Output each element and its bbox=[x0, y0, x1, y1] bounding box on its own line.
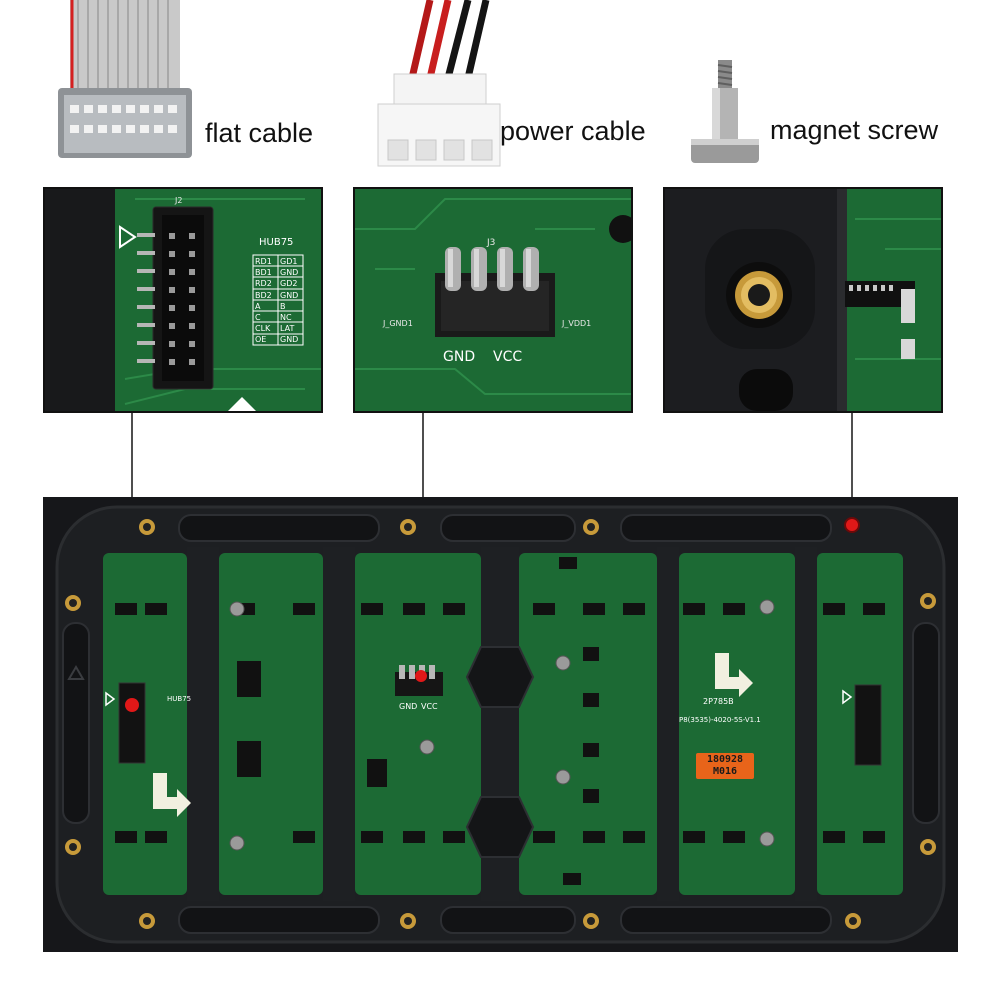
vcc-text: VCC bbox=[493, 349, 522, 365]
pin-label: NC bbox=[280, 313, 292, 322]
hub75-ref-text: J2 bbox=[174, 196, 182, 205]
date-code-label: 180928 M016 bbox=[696, 753, 754, 779]
pin-label: RD1 bbox=[255, 257, 272, 266]
pin-label: GND bbox=[280, 268, 298, 277]
power-ref-text: J3 bbox=[486, 238, 495, 248]
pin-label: BD1 bbox=[255, 268, 272, 277]
power-cable-picture bbox=[372, 0, 502, 170]
hub75-connector-closeup: J2 HUB75 RD1 GD1 BD1 GND RD2 GD2 BD2 GND… bbox=[43, 187, 323, 413]
module-version-text: P8(3535)-4020-5S-V1.1 bbox=[679, 716, 761, 724]
pin-label: GD1 bbox=[280, 257, 297, 266]
pin-label: A bbox=[255, 302, 261, 311]
power-cable-label: power cable bbox=[500, 116, 646, 146]
module-model-text: 2P785B bbox=[703, 697, 734, 706]
power-cable-connector-icon bbox=[377, 0, 501, 167]
pin-label: B bbox=[280, 302, 286, 311]
pin-label: C bbox=[255, 313, 261, 322]
pin-label: OE bbox=[255, 335, 266, 344]
pin-label: GND bbox=[280, 335, 298, 344]
module-gnd-text: GND bbox=[399, 702, 418, 711]
flat-cable-picture bbox=[50, 0, 200, 165]
module-hub75-text: HUB75 bbox=[167, 695, 192, 703]
flat-cable-label: flat cable bbox=[205, 118, 314, 148]
date-code-text: 180928 bbox=[706, 754, 744, 765]
batch-code-text: M016 bbox=[712, 766, 738, 777]
magnet-screw-label: magnet screw bbox=[770, 115, 939, 145]
flat-cable-connector-icon bbox=[58, 0, 192, 158]
power-connector-closeup: J3 J_GND1 J_VDD1 GND VCC bbox=[353, 187, 633, 413]
magnet-screw-hole-closeup bbox=[663, 187, 943, 413]
pin-label: BD2 bbox=[255, 291, 272, 300]
led-module-back: HUB75 GND VCC 2P785B P8(3535)-4020-5S-V1… bbox=[43, 497, 958, 952]
right-net-text: J_VDD1 bbox=[561, 319, 591, 328]
magnet-screw-picture bbox=[685, 55, 765, 170]
module-vcc-text: VCC bbox=[421, 702, 438, 711]
gnd-text: GND bbox=[443, 349, 475, 365]
pin-label: GND bbox=[280, 291, 298, 300]
left-net-text: J_GND1 bbox=[382, 319, 413, 328]
pin-label: LAT bbox=[280, 324, 294, 333]
pin-label: GD2 bbox=[280, 279, 297, 288]
pin-label: CLK bbox=[255, 324, 271, 333]
pin-label: RD2 bbox=[255, 279, 272, 288]
magnet-screw-icon bbox=[691, 60, 759, 163]
hub75-title-text: HUB75 bbox=[259, 237, 293, 248]
